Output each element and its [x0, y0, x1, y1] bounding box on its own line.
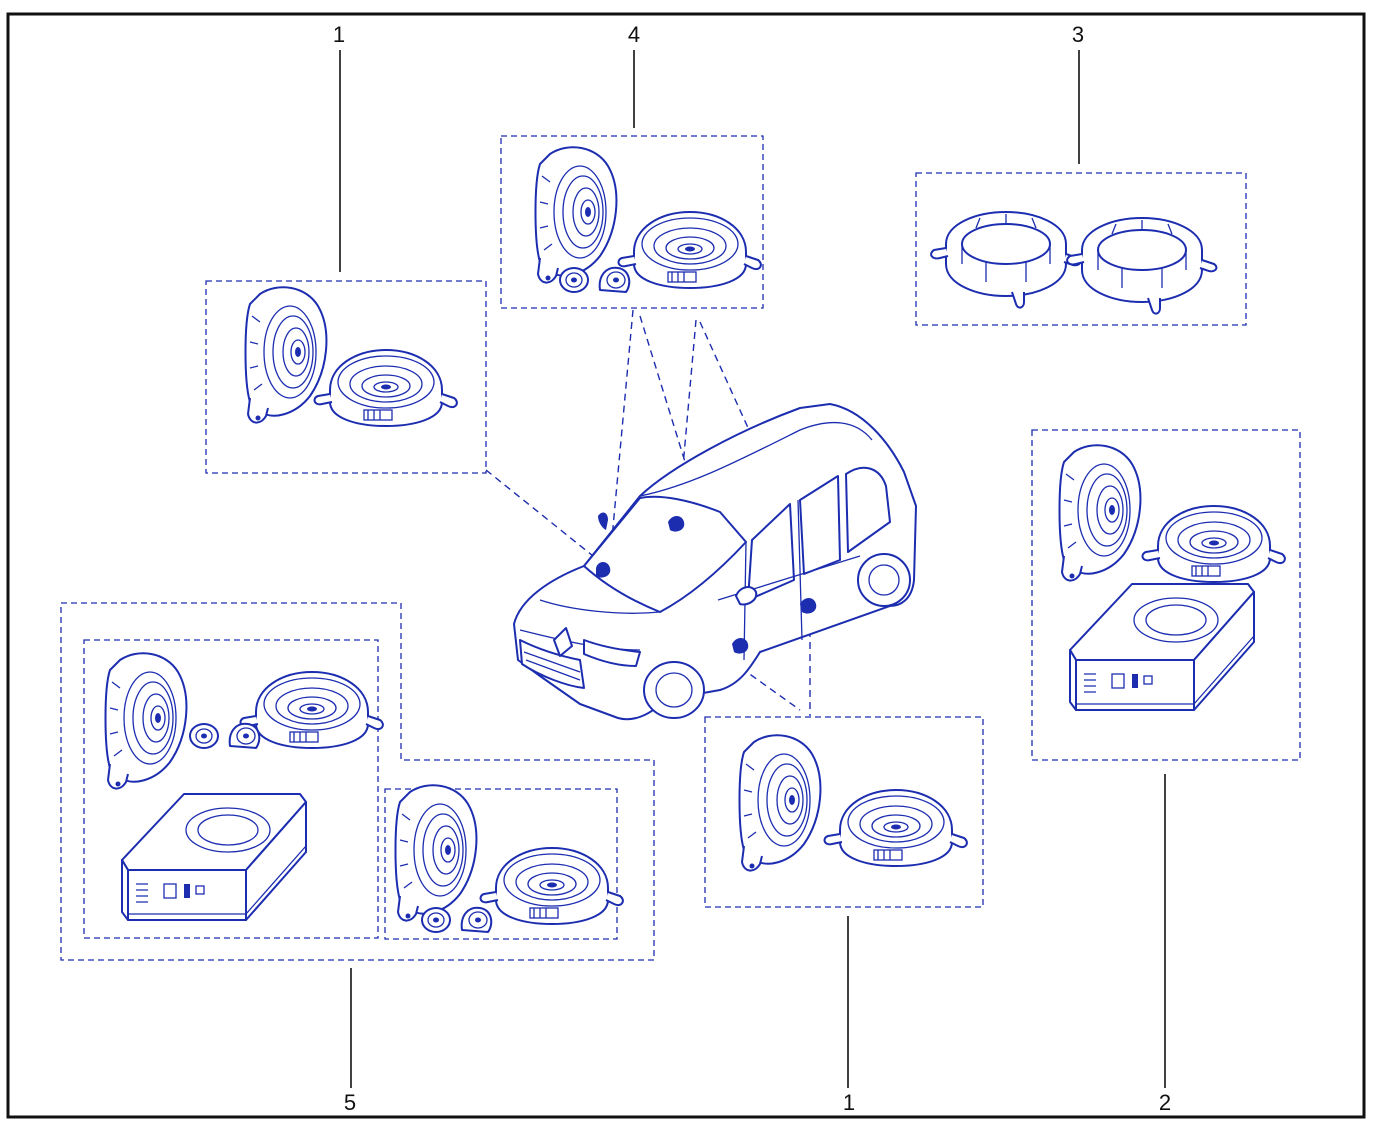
- kit-2-parts: [1058, 444, 1286, 711]
- kit-3-box: [915, 172, 1247, 326]
- kit-5-front-box: [83, 639, 379, 939]
- subwoofer-box-icon: [121, 793, 307, 921]
- kit-5-rear-parts: [394, 784, 624, 933]
- door-speaker-icon: [1058, 444, 1142, 582]
- woofer-icon: [239, 671, 384, 749]
- woofer-icon: [479, 847, 624, 925]
- kit-5-rear-box: [384, 788, 618, 940]
- callout-5-bottom: 5: [344, 1090, 356, 1115]
- kit-2-box: [1031, 429, 1301, 761]
- door-speaker-icon: [534, 146, 618, 284]
- speaker-adapter-ring-icon: [930, 211, 1082, 309]
- door-speaker-icon: [738, 734, 822, 872]
- speaker-adapter-ring-icon: [1066, 217, 1218, 315]
- callout-3-top: 3: [1072, 22, 1084, 47]
- kit-4-parts: [534, 146, 762, 293]
- kit-1-bottom-box: [704, 716, 984, 908]
- outer-frame: [6, 12, 1366, 1119]
- callout-4-top: 4: [628, 22, 640, 47]
- kit-1-top-box: [205, 280, 487, 474]
- kit-1-top-parts: [244, 286, 458, 427]
- tweeter-icon: [559, 266, 631, 293]
- car-icon: [513, 403, 917, 721]
- woofer-icon: [617, 211, 762, 289]
- door-speaker-icon: [104, 652, 188, 790]
- tweeter-icon: [189, 722, 261, 749]
- kit-3-parts: [930, 211, 1218, 315]
- callout-1-top: 1: [333, 22, 345, 47]
- callout-2-bottom: 2: [1159, 1090, 1171, 1115]
- kit-1-bottom-parts: [738, 734, 968, 872]
- kit-4-box: [500, 135, 764, 309]
- kit-5-front-parts: [104, 652, 384, 921]
- woofer-icon: [1141, 505, 1286, 583]
- door-speaker-icon: [394, 784, 478, 922]
- woofer-icon: [313, 349, 458, 427]
- callout-1-bottom: 1: [843, 1090, 855, 1115]
- woofer-icon: [823, 789, 968, 867]
- subwoofer-box-icon: [1069, 583, 1255, 711]
- tweeter-icon: [421, 906, 493, 933]
- kit-5-outer-box: [60, 602, 655, 961]
